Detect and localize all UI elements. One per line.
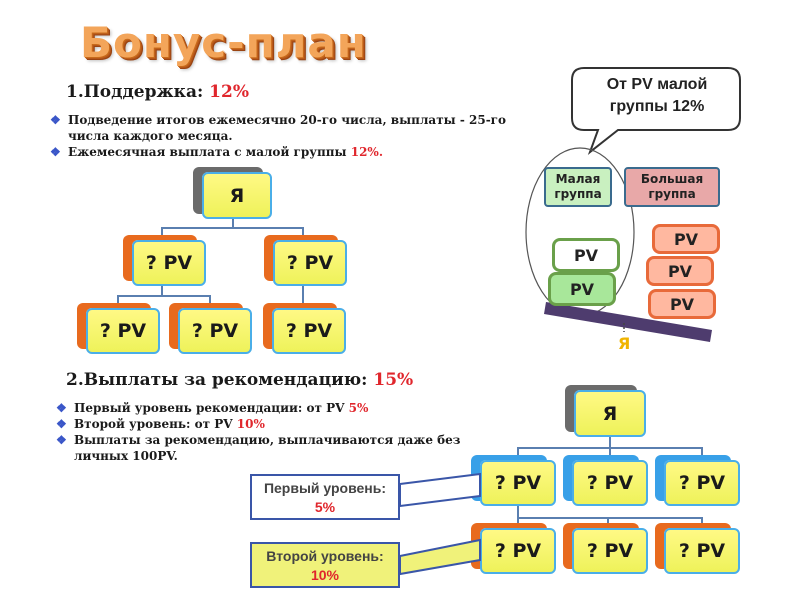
big-group-pv: PV [646, 256, 714, 286]
section1-heading: 1.Поддержка: 12% [66, 82, 249, 102]
tree2-root-node: Я [574, 390, 646, 437]
second-level-pointer [399, 538, 481, 576]
section2-percent: 15% [373, 370, 414, 390]
tree1-root-node: Я [202, 172, 272, 219]
tree2-level2-node: ? PV [480, 528, 556, 574]
diamond-bullet-icon: ❖ [56, 401, 67, 415]
first-level-value: 5% [314, 499, 336, 515]
tree1-level2-node: ? PV [86, 308, 160, 354]
section2-label: 2.Выплаты за рекомендацию: [66, 370, 374, 390]
small-group-pv: PV [548, 272, 616, 306]
small-group-label: Малая группа [544, 167, 612, 207]
big-group-pv: PV [652, 224, 720, 254]
big-group-pv: PV [648, 289, 716, 319]
tree1-connector [162, 295, 211, 308]
diamond-bullet-icon: ❖ [56, 433, 67, 447]
tree2-connector [608, 517, 703, 528]
first-level-callout: Первый уровень: 5% [250, 474, 400, 520]
tree1-connector [161, 219, 234, 240]
tree1-level1-node: ? PV [132, 240, 206, 286]
tree2-connector [517, 437, 611, 460]
first-level-label: Первый уровень: [263, 480, 387, 496]
small-group-pv: PV [552, 238, 620, 272]
section1-bullet-text: Ежемесячная выплата с малой группы [68, 145, 351, 159]
tree2-level1-node: ? PV [664, 460, 740, 506]
section1-label: 1.Поддержка: [66, 82, 210, 102]
section1-percent: 12% [209, 82, 249, 102]
seesaw-bar [544, 302, 712, 342]
section2-bullet-text: Выплаты за рекомендацию, выплачиваются д… [74, 433, 461, 463]
tree2-level2-node: ? PV [664, 528, 740, 574]
diamond-bullet-icon: ❖ [56, 417, 67, 431]
big-group-label: Большая группа [624, 167, 720, 207]
section2-bullet: ❖ Второй уровень: от PV 10% [56, 416, 470, 432]
bubble-text: От PV малой группы 12% [606, 76, 708, 115]
section2-bullet-text: Второй уровень: от PV [74, 417, 237, 431]
first-level-pointer [399, 472, 481, 508]
tree1-level2-node: ? PV [178, 308, 252, 354]
page-title: Бонус-план [80, 18, 367, 67]
section1-bullet: ❖ Ежемесячная выплата с малой группы 12%… [50, 144, 550, 160]
section2-bullets: ❖ Первый уровень рекомендации: от PV 5% … [56, 400, 470, 464]
section1-bullets: ❖ Подведение итогов ежемесячно 20-го чис… [50, 112, 550, 160]
tree2-level1-node: ? PV [572, 460, 648, 506]
tree2-connector [610, 447, 703, 460]
section2-bullet: ❖ Первый уровень рекомендации: от PV 5% [56, 400, 470, 416]
section1-bullet-text: Подведение итогов ежемесячно 20-го числа… [68, 113, 507, 143]
section2-bullet: ❖ Выплаты за рекомендацию, выплачиваются… [56, 432, 470, 464]
speech-bubble [571, 67, 741, 155]
section1-bullet: ❖ Подведение итогов ежемесячно 20-го чис… [50, 112, 550, 144]
section2-bullet-accent: 5% [348, 401, 369, 415]
tree1-level2-node: ? PV [272, 308, 346, 354]
section2-bullet-text: Первый уровень рекомендации: от PV [74, 401, 349, 415]
tree2-level2-node: ? PV [572, 528, 648, 574]
second-level-label: Второй уровень: [266, 548, 384, 564]
seesaw-me-label: Я [618, 334, 631, 353]
diamond-bullet-icon: ❖ [50, 145, 61, 159]
diamond-bullet-icon: ❖ [50, 113, 61, 127]
second-level-value: 10% [310, 567, 340, 583]
tree1-connector [233, 227, 304, 240]
second-level-callout: Второй уровень: 10% [250, 542, 400, 588]
tree1-connector [117, 286, 163, 308]
tree2-connector [517, 506, 609, 528]
section2-heading: 2.Выплаты за рекомендацию: 15% [66, 370, 413, 390]
tree1-level1-node: ? PV [273, 240, 347, 286]
section1-bullet-accent: 12%. [350, 145, 383, 159]
section2-bullet-accent: 10% [236, 417, 265, 431]
